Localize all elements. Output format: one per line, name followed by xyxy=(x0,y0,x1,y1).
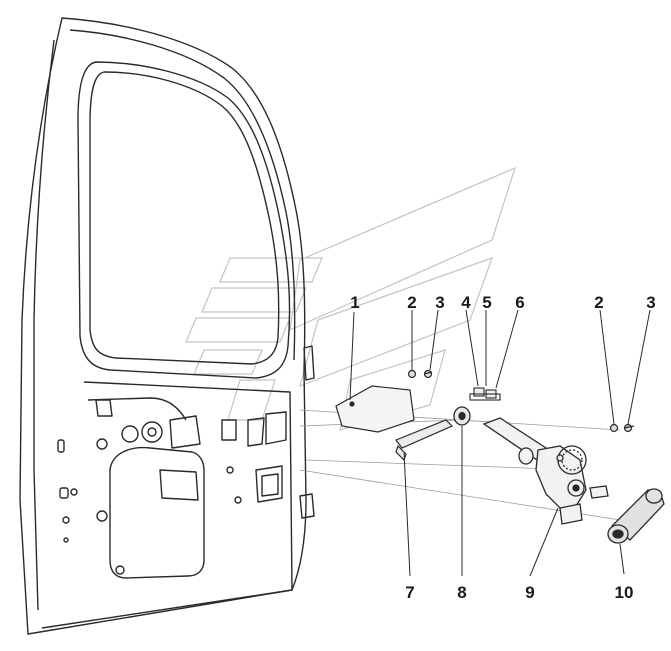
callout-label-3: 3 xyxy=(435,293,444,312)
callout-label-3-right: 3 xyxy=(646,293,655,312)
part-2-3-fasteners-right xyxy=(609,423,635,433)
part-1-plate xyxy=(335,385,415,433)
part-4-5-6-brackets xyxy=(469,387,501,401)
callout-label-1: 1 xyxy=(350,293,359,312)
leader-lines xyxy=(349,309,651,577)
part-9-regulator xyxy=(482,417,609,525)
door-frame xyxy=(19,17,315,635)
part-7-guide-rail xyxy=(395,419,454,462)
callout-labels: 1 2 3 4 5 6 7 8 9 10 2 3 xyxy=(350,293,655,602)
callout-label-7: 7 xyxy=(405,583,414,602)
callout-label-10: 10 xyxy=(615,583,634,602)
callout-label-9: 9 xyxy=(525,583,534,602)
part-8-roller xyxy=(453,406,471,426)
watermark-logo xyxy=(185,166,516,431)
part-2-3-fasteners-left xyxy=(407,369,433,379)
callout-label-8: 8 xyxy=(457,583,466,602)
callout-label-6: 6 xyxy=(515,293,524,312)
callout-label-2-right: 2 xyxy=(594,293,603,312)
part-10-crank-handle xyxy=(607,488,665,544)
callout-label-5: 5 xyxy=(482,293,491,312)
callout-label-2: 2 xyxy=(407,293,416,312)
callout-label-4: 4 xyxy=(461,293,471,312)
